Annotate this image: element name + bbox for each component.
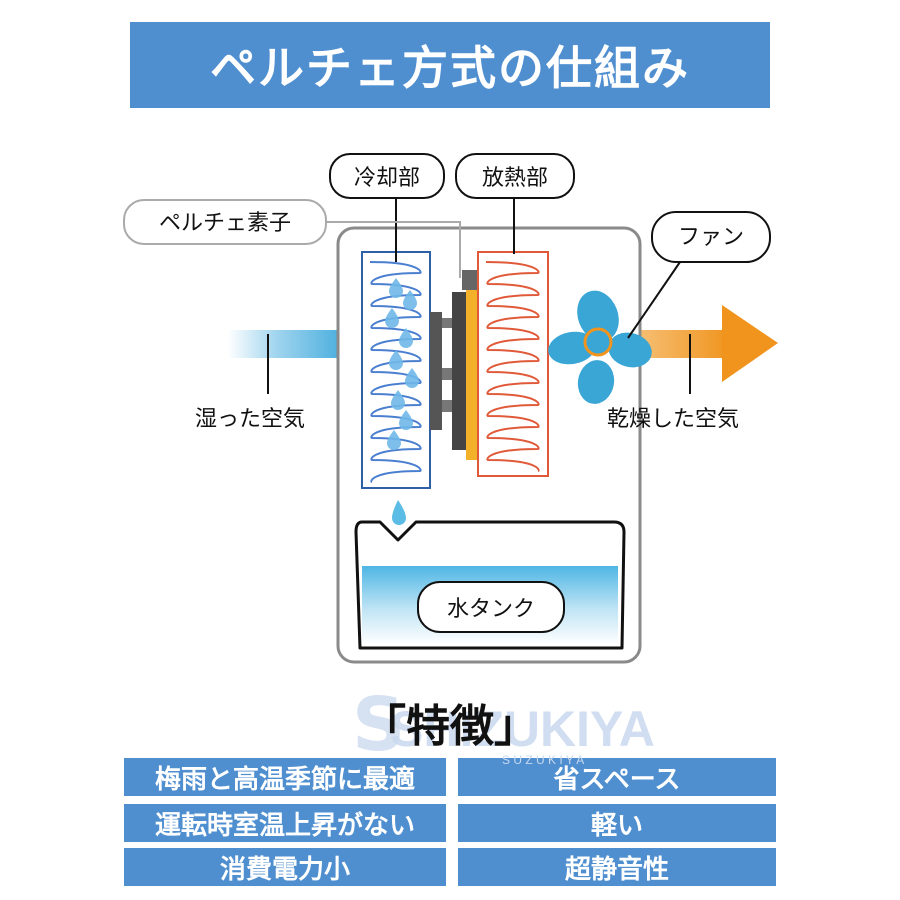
condensation-drop — [391, 390, 405, 410]
watermark-brand: SHIZUKIYA — [390, 701, 655, 757]
feature-box: 軽い — [458, 804, 776, 842]
heat-sink-coil — [485, 261, 540, 472]
peltier-plate-mid3 — [442, 400, 452, 412]
peltier-label-group: ペルチェ素子 — [123, 199, 461, 278]
feature-text: 運転時室温上昇がない — [154, 810, 415, 841]
watermark-sub: S U Z U K I Y A — [502, 753, 584, 767]
title-banner: ペルチェ方式の仕組み — [130, 22, 770, 108]
feature-box: 省スペース — [458, 758, 776, 796]
condensation-drop — [399, 328, 413, 348]
feature-text: 超静音性 — [564, 854, 669, 885]
peltier-plate-mid1 — [442, 318, 452, 328]
dry-air-arrow-head — [722, 305, 778, 382]
watermark-logo-mark: S — [352, 688, 405, 768]
feature-text: 梅雨と高温季節に最適 — [154, 764, 415, 795]
condensation-drop — [385, 308, 399, 328]
peltier-element — [452, 292, 466, 450]
feature-box: 超静音性 — [458, 848, 776, 886]
peltier-plate-mid2 — [442, 368, 452, 380]
fan-icon — [548, 290, 652, 404]
feature-text: 省スペース — [553, 764, 681, 795]
feature-box: 消費電力小 — [124, 848, 446, 886]
water-tank-label: 水タンク — [447, 597, 535, 622]
condensation-drop — [403, 290, 417, 310]
peltier-label: ペルチェ素子 — [159, 211, 291, 236]
feature-box: 梅雨と高温季節に最適 — [124, 758, 446, 796]
features-heading: 「特徴」 — [362, 701, 538, 752]
fan-label-group: ファン — [627, 211, 771, 339]
water-tank-label-box — [417, 581, 565, 633]
condensation-drop — [389, 350, 403, 370]
heat-sink-label: 放熱部 — [482, 166, 548, 191]
condensation-drop — [405, 368, 419, 388]
condensation-drop — [389, 278, 403, 298]
peltier-plate-cold — [430, 312, 442, 430]
peltier-hot-strip — [466, 282, 478, 460]
water-drop-falling — [392, 500, 406, 525]
fan-label: ファン — [678, 225, 744, 250]
peltier-fins — [462, 270, 478, 290]
feature-text: 軽い — [590, 810, 643, 841]
condensation-drop — [399, 410, 413, 430]
feature-box: 運転時室温上昇がない — [124, 804, 446, 842]
condensation-drops — [385, 278, 419, 450]
cooling-label: 冷却部 — [354, 166, 420, 191]
dry-air-label: 乾燥した空気 — [607, 407, 739, 432]
feature-text: 消費電力小 — [219, 854, 350, 885]
page-title: ペルチェ方式の仕組み — [210, 41, 690, 95]
brand-watermark: S SHIZUKIYA S U Z U K I Y A — [352, 688, 655, 768]
condensation-drop — [387, 430, 401, 450]
humid-air-label: 湿った空気 — [195, 407, 305, 432]
cooling-label-group: 冷却部 — [329, 153, 445, 262]
heat-sink-label-group: 放熱部 — [455, 153, 575, 254]
